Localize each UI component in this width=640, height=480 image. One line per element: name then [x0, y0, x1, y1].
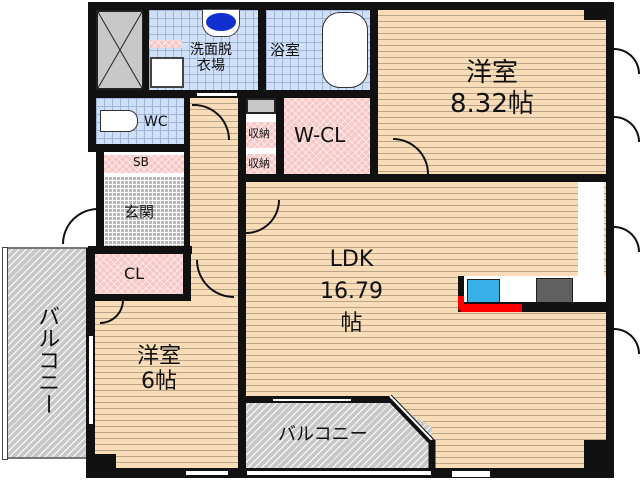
ldk [246, 182, 606, 468]
shoe-box [104, 155, 184, 173]
washroom-label-line1: 洗面脱 [190, 42, 232, 58]
ldk-label: LDK 16.79 帖 [320, 244, 383, 340]
balcony-diagonal-wall [386, 394, 436, 478]
shaft-cross-icon [97, 11, 143, 89]
bathroom-label: 浴室 [270, 41, 301, 59]
washroom-label: 洗面脱 衣場 [190, 42, 232, 74]
storage-1 [246, 122, 276, 148]
counter-edge [458, 302, 606, 312]
western-room-8-area: 8.32帖 [450, 89, 534, 120]
balcony-left-rail [2, 247, 8, 460]
wall-right [606, 2, 614, 478]
column-top-right [584, 6, 610, 20]
western-room-8-label: 洋室 8.32帖 [450, 58, 534, 120]
washroom-shelf [149, 40, 182, 48]
washer-pan [150, 57, 184, 88]
wall-room8-bottom [238, 174, 614, 182]
balcony-left [4, 247, 90, 459]
pipe-shaft [96, 10, 144, 90]
entrance [104, 176, 184, 246]
toilet-label: WC [144, 114, 168, 130]
stove-icon [536, 278, 573, 304]
entrance-label: 玄関 [124, 203, 155, 221]
wall-left-upper [88, 2, 96, 150]
sink-icon [467, 279, 500, 304]
ldk-bottom-window[interactable] [451, 470, 491, 478]
counter-red-edge [458, 296, 522, 312]
wall-cl-bottom [95, 294, 191, 301]
balcony-left-label: バルコニー [34, 305, 60, 415]
shoe-box-label: SB [133, 155, 149, 169]
balcony-bottom-label: バルコニー [278, 424, 368, 445]
wall-wash-bath [258, 10, 266, 98]
column-bottom-left [86, 454, 116, 478]
wall-shaft [143, 10, 149, 98]
wall-top [88, 2, 614, 11]
front-door[interactable] [62, 208, 98, 244]
wall-hall-right [238, 98, 246, 478]
storage-shaft [246, 98, 276, 114]
balcony-bottom-window[interactable] [272, 398, 352, 402]
storage-1-label: 収納 [248, 127, 270, 140]
washroom-door[interactable] [196, 92, 238, 97]
ldk-name: LDK [329, 247, 374, 272]
western-room-8-name: 洋室 [465, 58, 518, 88]
window-door-1[interactable] [612, 48, 640, 74]
western-room-6-label: 洋室 6帖 [137, 344, 181, 395]
window-door-3[interactable] [612, 226, 640, 252]
wall-entry-left [96, 150, 104, 250]
western-room-6 [95, 301, 238, 468]
walk-in-closet-label: W-CL [294, 123, 346, 147]
western-room-6-bottom-window[interactable] [185, 470, 229, 476]
washroom-label-line2: 衣場 [197, 58, 225, 75]
closet [95, 254, 183, 294]
wall-cl-top [88, 246, 192, 254]
balcony-bottom-rail [246, 470, 432, 476]
ldk-area: 16.79 [320, 278, 383, 304]
wall-storage-right [276, 98, 284, 182]
wall-wc-right [184, 98, 190, 268]
toilet-icon [100, 110, 138, 132]
bathtub [322, 12, 368, 88]
washbasin-bowl-icon [206, 13, 236, 31]
walk-in-closet [284, 98, 370, 174]
wall-cl-right [183, 250, 191, 300]
storage-2 [246, 154, 276, 176]
window-door-4[interactable] [612, 328, 640, 354]
washbasin [202, 9, 240, 37]
ldk-unit: 帖 [340, 310, 363, 336]
western-room-6-name: 洋室 [137, 344, 182, 369]
western-room-6-side-window[interactable] [88, 335, 94, 425]
storage-2-label: 収納 [248, 157, 270, 170]
wall-wc-bottom [88, 144, 188, 152]
closet-label: CL [124, 264, 145, 283]
window-door-2[interactable] [612, 116, 640, 142]
column-bottom-right [584, 440, 610, 474]
western-room-6-area: 6帖 [141, 369, 177, 395]
